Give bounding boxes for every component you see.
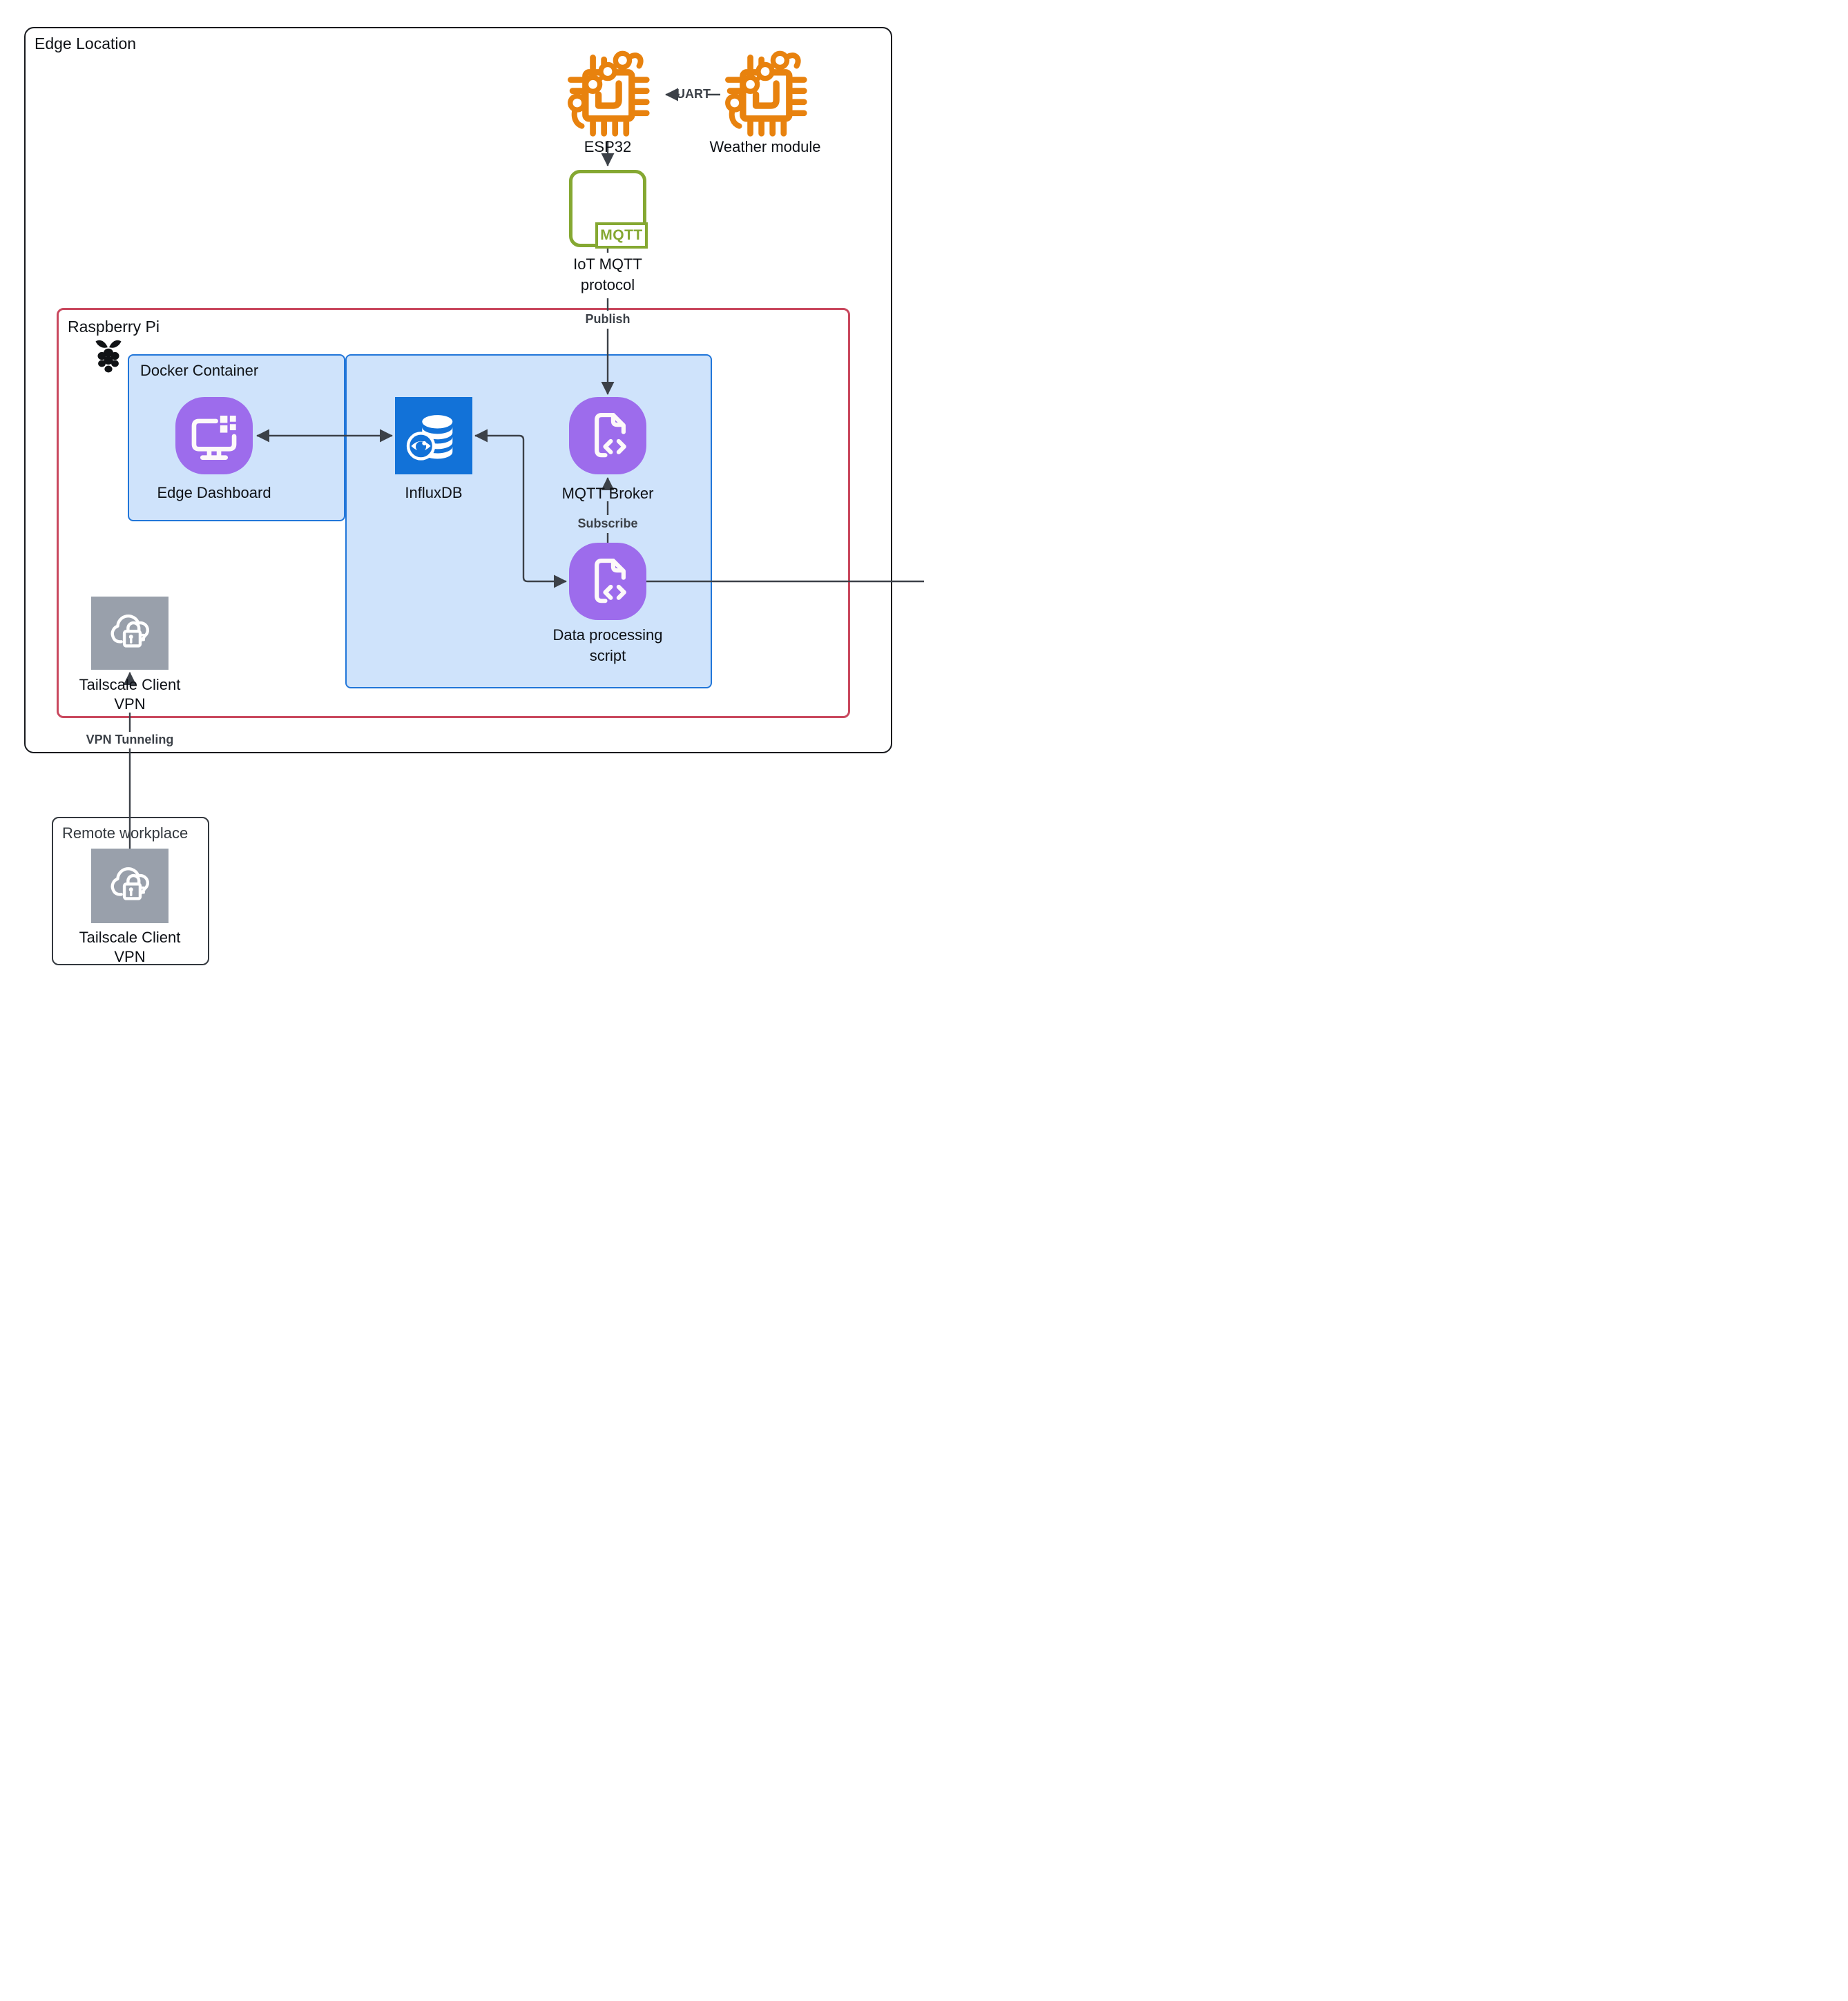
raspberry-pi-logo: [95, 340, 122, 373]
edge-location-label: Edge Location: [35, 35, 137, 52]
mqtt-broker-label: MQTT Broker: [561, 485, 654, 502]
esp32-chip-icon: [568, 50, 650, 137]
tailscale-client-edge-node: [91, 597, 169, 670]
weather-module-chip-icon: [725, 50, 807, 137]
raspberry-pi-label: Raspberry Pi: [68, 318, 160, 336]
architecture-diagram: Edge Location Raspberry Pi Docker Contai…: [0, 0, 924, 1000]
tailscale-client-remote-node: [91, 849, 169, 923]
file-code-icon: [595, 559, 626, 603]
file-code-icon: [595, 413, 626, 458]
tailscale-client-edge-label: Tailscale Client VPN: [79, 676, 181, 713]
influxdb-node: [395, 397, 472, 474]
esp32-label: ESP32: [584, 138, 632, 155]
subscribe-edge-label: Subscribe: [577, 516, 638, 530]
docker-container-label: Docker Container: [140, 362, 259, 379]
uart-edge-label: UART: [676, 87, 711, 101]
influxdb-label: InfluxDB: [405, 484, 463, 501]
weather-module-label: Weather module: [709, 138, 821, 155]
raspberry-pi-box: [57, 308, 850, 718]
publish-edge-label: Publish: [585, 312, 631, 326]
mqtt-badge: MQTT: [595, 222, 648, 249]
edge-dashboard-node: [175, 397, 253, 474]
database-eye-icon: [406, 415, 453, 461]
edge-location-box: [24, 27, 892, 753]
mqtt-broker-node: [569, 397, 646, 474]
mqtt-protocol-icon: MQTT: [569, 170, 648, 249]
mqtt-protocol-label: IoT MQTT protocol: [573, 255, 642, 293]
cloud-lock-icon: [110, 614, 149, 648]
edge-dashboard-label: Edge Dashboard: [157, 484, 271, 501]
data-processing-script-node: [569, 543, 646, 620]
vpn-tunneling-edge-label: VPN Tunneling: [86, 733, 174, 746]
monitor-icon: [191, 415, 237, 460]
cloud-lock-icon: [110, 867, 149, 900]
tailscale-client-remote-label: Tailscale Client VPN: [79, 929, 181, 965]
data-processing-script-label: Data processing script: [552, 626, 663, 664]
remote-workplace-label: Remote workplace: [62, 824, 189, 842]
